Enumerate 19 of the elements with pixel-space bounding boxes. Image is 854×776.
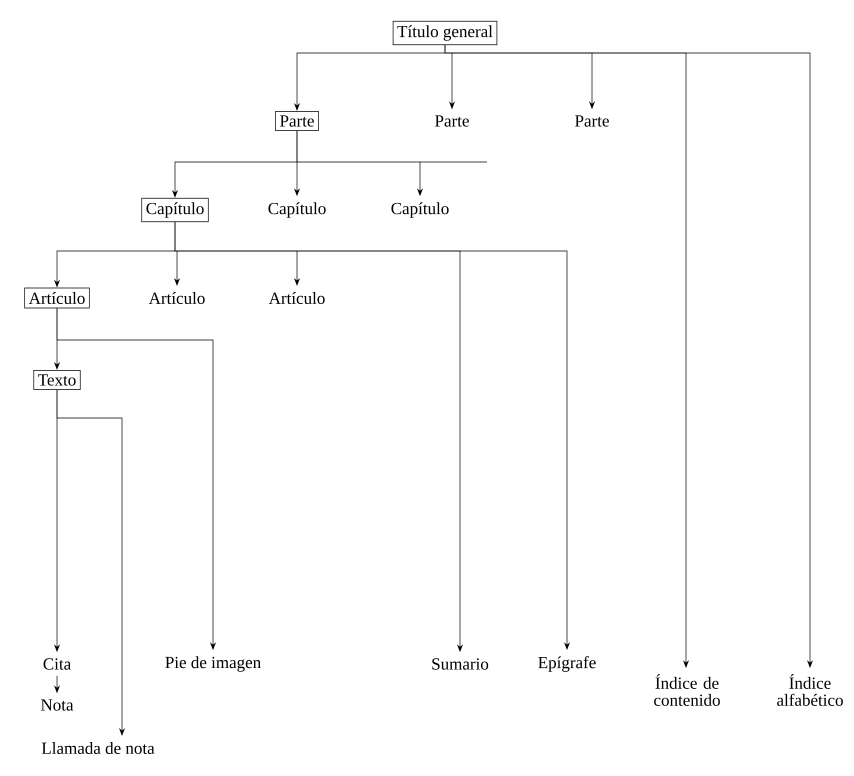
section-label: Índice de contenido xyxy=(654,674,720,706)
section-box: Artículo xyxy=(24,288,90,308)
section-label: Nota xyxy=(40,699,74,711)
section-box: Título general xyxy=(392,20,498,46)
section-box: Texto xyxy=(33,370,81,390)
section-label: Capítulo xyxy=(391,202,449,218)
section-label: Epígrafe xyxy=(538,656,596,672)
section-label: Llamada de nota xyxy=(42,742,154,754)
section-box: Capítulo xyxy=(141,198,209,222)
section-label: Capítulo xyxy=(268,202,326,218)
section-label: Sumario xyxy=(432,658,488,670)
section-label: Artículo xyxy=(148,292,205,304)
section-label: Artículo xyxy=(268,292,325,304)
section-label: Pie de imagen xyxy=(165,656,261,672)
section-label: Parte xyxy=(435,115,469,127)
section-label: Parte xyxy=(575,115,609,127)
section-label: Índice alfabético xyxy=(777,674,843,706)
section-label: Cita xyxy=(44,658,71,670)
section-box: Parte xyxy=(275,111,319,131)
